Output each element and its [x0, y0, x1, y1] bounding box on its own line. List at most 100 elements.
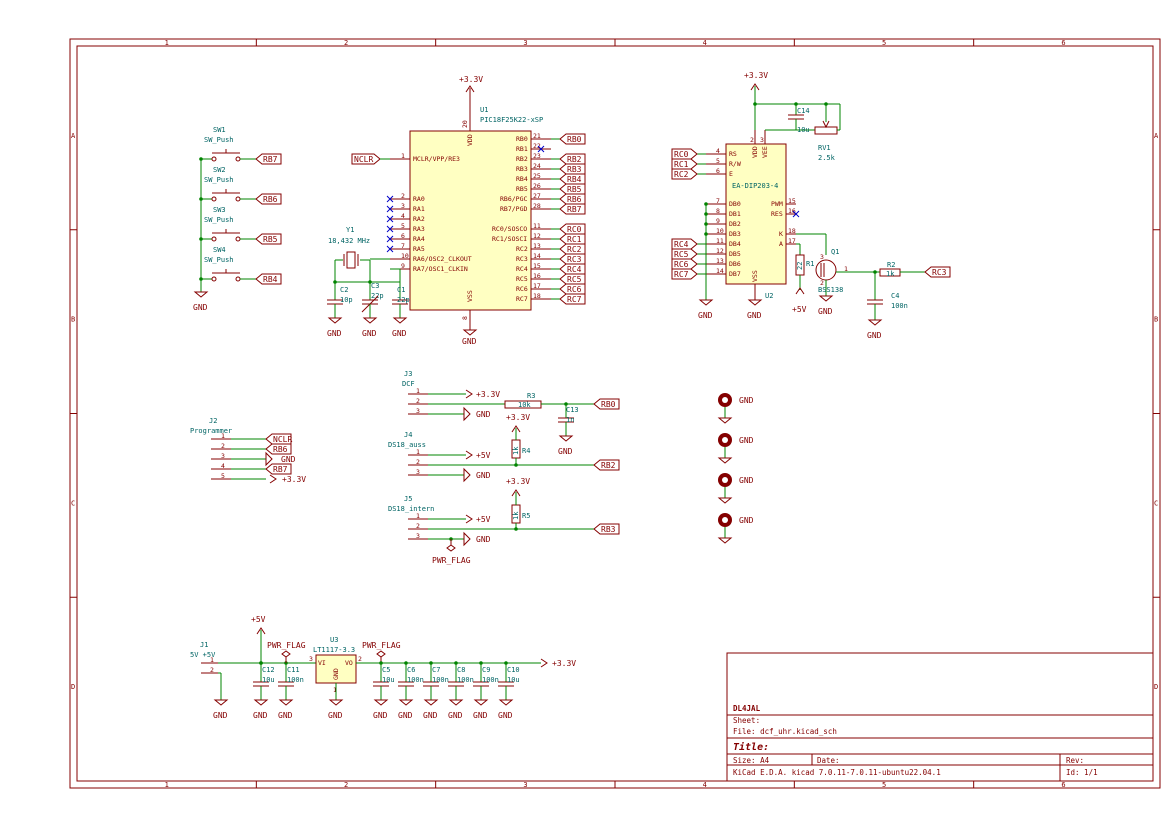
u1-pin-name-4: RA2 — [413, 215, 425, 223]
cout-5-gnd-label: GND — [498, 711, 513, 720]
u1-pin-name-9: RA7/OSC1_CLKIN — [413, 265, 468, 273]
switch-contact-b-1 — [235, 156, 241, 162]
c4-value: 100n — [891, 302, 908, 310]
j2-net-RB7: RB7 — [273, 465, 288, 474]
j2-pin-2: 2 — [221, 442, 225, 450]
u1-net-RB0-shape — [559, 133, 586, 145]
u1-net-RC4-shape — [559, 263, 586, 275]
u2-pin-num-15: 15 — [788, 197, 796, 205]
u2-pin-name-16: RES — [771, 210, 783, 218]
crystal-cap-1-gnd-label: GND — [362, 329, 377, 338]
u2-net-RC0: RC0 — [674, 150, 689, 159]
cout-0-value: 10u — [382, 676, 395, 684]
crystal-cap-2-gnd-label: GND — [392, 329, 407, 338]
cout-4-gnd-label: GND — [473, 711, 488, 720]
u1-net-RB7-shape — [559, 203, 586, 215]
u1-net-RB4: RB4 — [567, 175, 582, 184]
u2-net-RC4: RC4 — [674, 240, 689, 249]
u2-pin-num-11: 11 — [716, 237, 724, 245]
q1-value: BSS138 — [818, 286, 843, 294]
j2-net-NCLR: NCLR — [273, 435, 292, 444]
u2-vss-name: VSS — [751, 270, 759, 282]
u2-net-RC6: RC6 — [674, 260, 689, 269]
u1-pin-num-12: 12 — [533, 232, 541, 240]
u1-pin-name-11: RC0/SOSCO — [492, 225, 527, 233]
u3-gnd-pin: GND — [332, 668, 340, 680]
j5-net-label-shape — [593, 523, 620, 535]
q1-pin1: 1 — [844, 265, 848, 273]
switch-contact-b-3 — [235, 236, 241, 242]
j4-net-label: RB2 — [601, 461, 616, 470]
cout-2-ref: C7 — [432, 666, 440, 674]
j4-ref: J4 — [404, 431, 412, 439]
frame-col-top-3: 3 — [523, 39, 527, 47]
cout-5-ref: C10 — [507, 666, 520, 674]
r3-value: 10k — [518, 401, 531, 409]
j2-pin-3: 3 — [221, 452, 225, 460]
switch-net-1: RB7 — [263, 155, 278, 164]
j3-pin1-power: +3.3V — [476, 390, 500, 399]
u1-pin-num-22: 22 — [533, 142, 541, 150]
j4-pin-3: 3 — [416, 468, 420, 476]
u1-pin-name-28: RB7/PGD — [500, 205, 527, 213]
u2-net-RC1: RC1 — [674, 160, 689, 169]
u1-pin-name-7: RA5 — [413, 245, 425, 253]
j1-gnd-label: GND — [213, 711, 228, 720]
c2-value: 10p — [340, 296, 353, 304]
u2-pin-num-9: 9 — [716, 217, 720, 225]
j2-net-RB6: RB6 — [273, 445, 288, 454]
r3-ref: R3 — [527, 392, 535, 400]
u1-mclr-label: NCLR — [354, 155, 373, 164]
switch-contact-a-1 — [211, 156, 217, 162]
j5-pin-2: 2 — [416, 522, 420, 530]
sensor-connectors: J3DCF123+3.3VGNDJ4DS18_auss123+5VGNDJ5DS… — [388, 370, 620, 565]
switch-contact-b-2 — [235, 196, 241, 202]
u1-pin-num-11: 11 — [533, 222, 541, 230]
u2-net-RC5-shape — [671, 248, 698, 260]
u1-pin-num-16: 16 — [533, 272, 541, 280]
u1-pin-num-15: 15 — [533, 262, 541, 270]
frame-row-left-D: D — [71, 683, 75, 691]
cin-0-gnd-symbol — [253, 699, 269, 706]
u1-net-RB7: RB7 — [567, 205, 582, 214]
j2-value: Programmer — [190, 427, 232, 435]
u1-pin-num-9: 9 — [401, 262, 405, 270]
j1-ref: J1 — [200, 641, 208, 649]
j5-net-label: RB3 — [601, 525, 616, 534]
switch-contact-b-4 — [235, 276, 241, 282]
cout-2-gnd-label: GND — [423, 711, 438, 720]
u2-pin-num-14: 14 — [716, 267, 724, 275]
u1-pin-num-7: 7 — [401, 242, 405, 250]
y1-value: 18,432 MHz — [328, 237, 370, 245]
r1-power: +5V — [792, 305, 807, 314]
u1-pin-name-25: RB4 — [516, 175, 528, 183]
c2-ref: C2 — [340, 286, 348, 294]
u2-pin-num-13: 13 — [716, 257, 724, 265]
j2-net-RB6-shape — [265, 443, 292, 455]
frame-row-left-A: A — [71, 132, 76, 140]
u2-pin-name-9: DB2 — [729, 220, 741, 228]
u1-pin-name-16: RC5 — [516, 275, 528, 283]
j4-pin-1: 1 — [416, 448, 420, 456]
c14-value: 10u — [797, 126, 810, 134]
c14-ref: C14 — [797, 107, 810, 115]
cout-5-value: 10u — [507, 676, 520, 684]
r4-ref: R4 — [522, 447, 530, 455]
u2-vdd-num: 2 — [750, 136, 754, 144]
u1-pin-name-21: RB0 — [516, 135, 528, 143]
u1-pin-name-3: RA1 — [413, 205, 425, 213]
rv1-ref: RV1 — [818, 144, 831, 152]
u1-pin-num-3: 3 — [401, 202, 405, 210]
c13-gnd-symbol — [558, 435, 574, 442]
title-block: DL4JAL Sheet: File: dcf_uhr.kicad_sch Ti… — [726, 652, 1154, 782]
frame-col-bottom-3: 3 — [523, 781, 527, 789]
u2-pin-num-16: 16 — [788, 207, 796, 215]
u1-net-RB4-shape — [559, 173, 586, 185]
u2-pin-name-8: DB1 — [729, 210, 741, 218]
title-sheet: Sheet: — [733, 716, 760, 725]
mounting-hole-label-2: GND — [739, 436, 754, 445]
